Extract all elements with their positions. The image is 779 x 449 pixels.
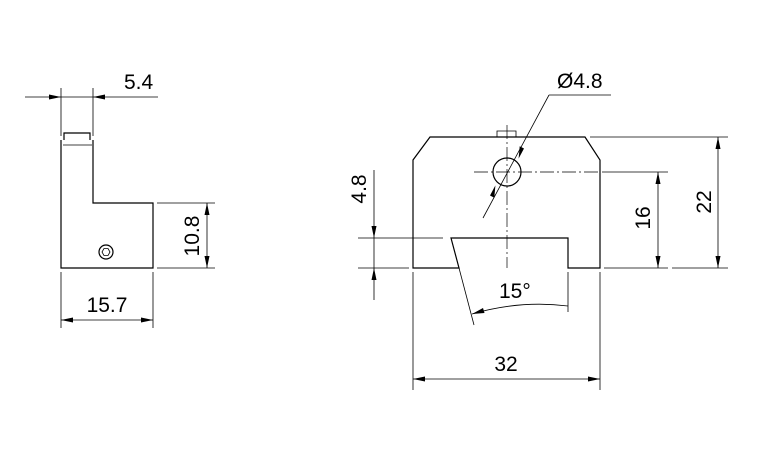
angle-arc <box>471 303 569 315</box>
arrowhead <box>655 172 661 184</box>
dim-label-15-7: 15.7 <box>87 294 128 317</box>
dim-label-4-8: 4.8 <box>348 174 371 203</box>
arrowhead <box>141 317 153 323</box>
angle-ext-line <box>458 267 475 326</box>
side-view: 5.4 10.8 15.7 <box>25 71 215 328</box>
arrowhead <box>204 256 210 268</box>
arrowhead <box>715 137 721 149</box>
arrowhead <box>655 256 661 268</box>
arrowhead <box>588 376 600 382</box>
arrowhead <box>371 268 377 280</box>
arrowhead <box>61 317 73 323</box>
arrowhead <box>371 226 377 238</box>
dim-label-diameter: Ø4.8 <box>557 70 603 93</box>
dim-label-32: 32 <box>494 353 517 376</box>
arrowhead <box>518 146 524 159</box>
side-view-pin <box>63 132 91 140</box>
arrowhead <box>472 308 485 314</box>
dim-label-5-4: 5.4 <box>124 71 154 94</box>
leader-line-diameter <box>482 94 550 219</box>
arrowhead <box>93 94 105 100</box>
front-view-pin <box>496 130 517 137</box>
dim-label-22: 22 <box>693 190 716 213</box>
hex-socket-icon <box>101 248 111 256</box>
arrowhead <box>413 376 425 382</box>
arrowhead <box>204 203 210 215</box>
dim-label-angle: 15° <box>499 280 531 303</box>
dim-label-16: 16 <box>632 206 655 229</box>
arrowhead <box>490 185 496 198</box>
side-view-outline <box>60 140 154 269</box>
dim-label-10-8: 10.8 <box>181 216 204 257</box>
front-view-outline <box>412 136 601 269</box>
arrowhead <box>715 256 721 268</box>
set-screw-icon <box>98 244 114 260</box>
arrowhead <box>49 94 61 100</box>
front-view: Ø4.8 4.8 16 22 15° 32 <box>348 70 728 390</box>
